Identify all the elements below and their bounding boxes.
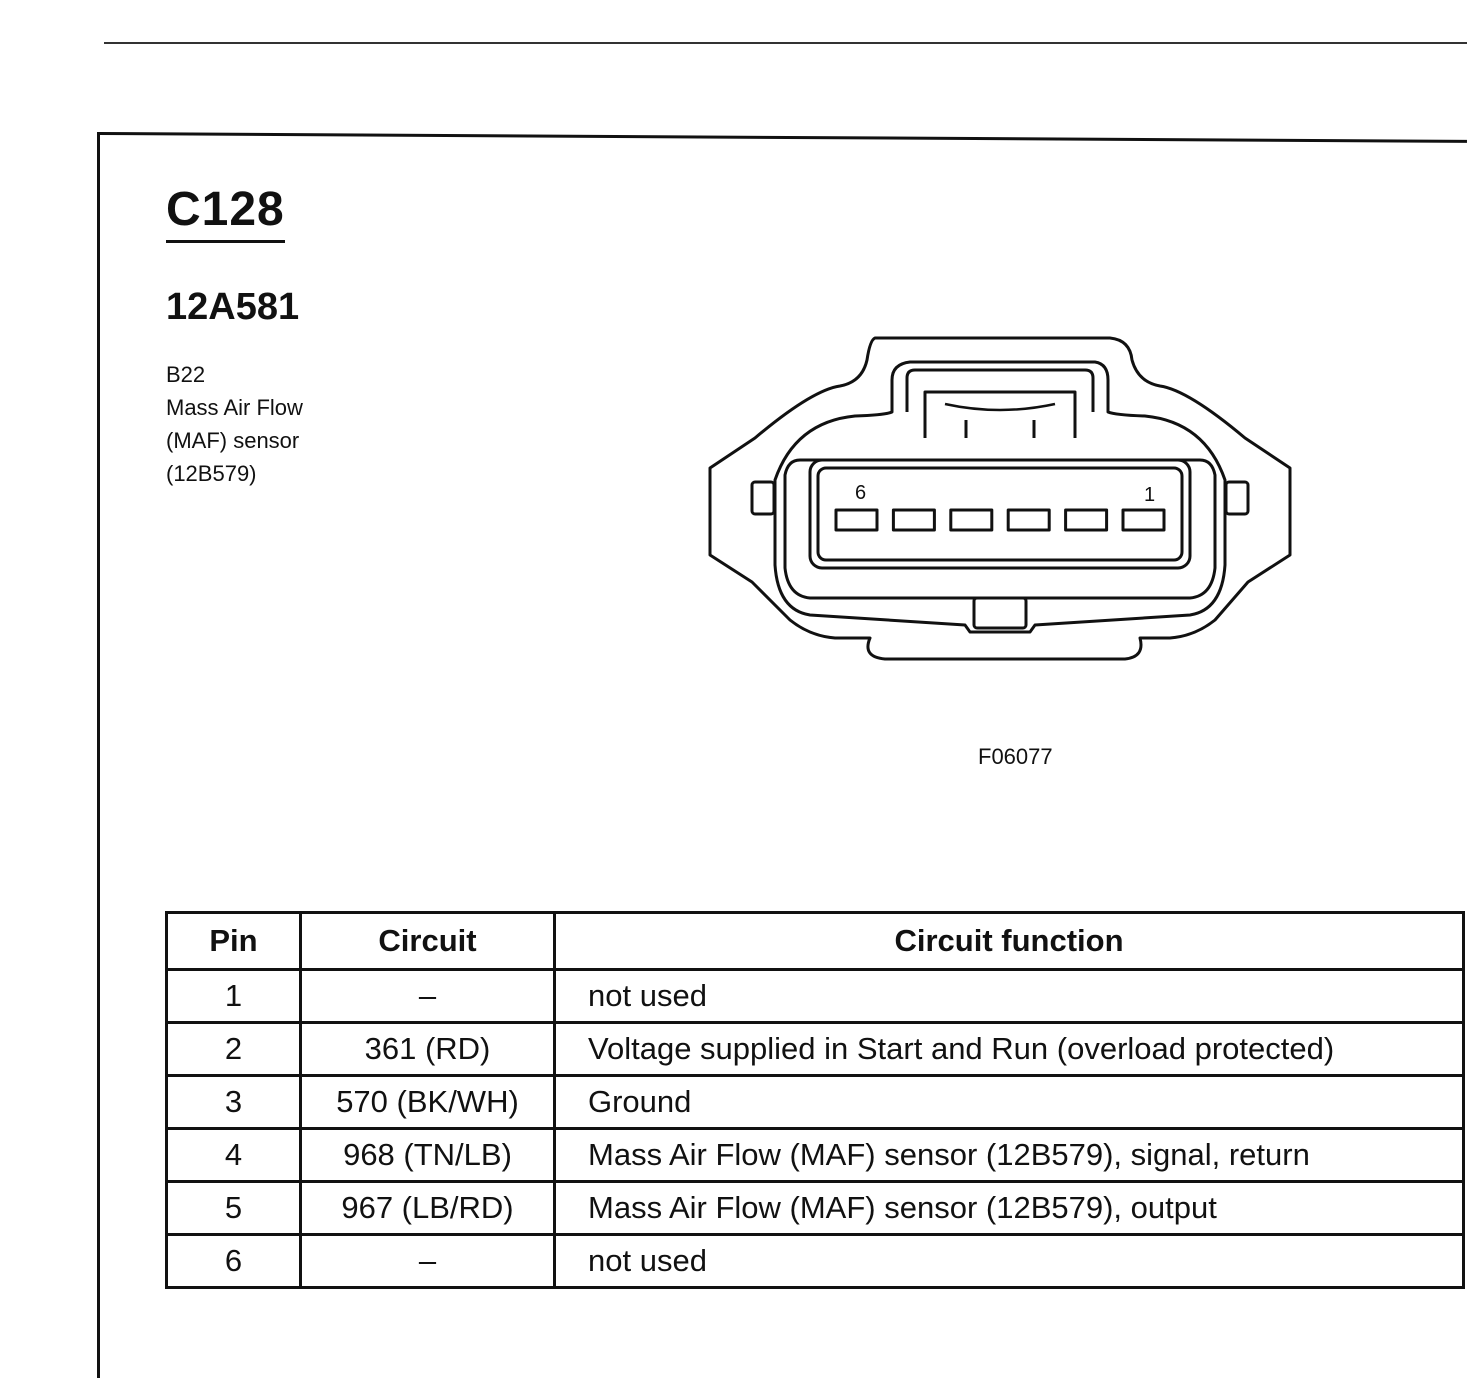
frame-left-border bbox=[97, 132, 100, 1378]
pin-terminal bbox=[1121, 508, 1166, 532]
side-key-left bbox=[750, 480, 776, 516]
bottom-key bbox=[972, 596, 1028, 630]
pin-terminal bbox=[834, 508, 879, 532]
pin-cell: 1 bbox=[165, 968, 302, 1024]
circuit-cell: – bbox=[299, 968, 556, 1024]
table-header-row: Pin Circuit Circuit function bbox=[165, 911, 1465, 971]
latch-window bbox=[923, 390, 1077, 438]
table-row: 1 – not used bbox=[165, 968, 1465, 1024]
table-row: 3 570 (BK/WH) Ground bbox=[165, 1074, 1465, 1130]
description-line: B22 bbox=[166, 362, 206, 387]
pin-cell: 3 bbox=[165, 1074, 302, 1130]
circuit-cell: – bbox=[299, 1233, 556, 1289]
side-key-right bbox=[1224, 480, 1250, 516]
figure-code: F06077 bbox=[978, 744, 1053, 769]
description-line: (12B579) bbox=[166, 461, 257, 486]
connector-description: B22 Mass Air Flow (MAF) sensor (12B579) bbox=[166, 358, 303, 490]
description-line: (MAF) sensor bbox=[166, 428, 300, 453]
outer-housing bbox=[708, 336, 1292, 661]
description-line: Mass Air Flow bbox=[166, 395, 303, 420]
pin-terminal bbox=[1006, 508, 1051, 532]
latch bbox=[905, 368, 1095, 412]
table-row: 2 361 (RD) Voltage supplied in Start and… bbox=[165, 1021, 1465, 1077]
pin-group bbox=[834, 508, 1166, 532]
header-circuit-function: Circuit function bbox=[553, 911, 1465, 971]
pin-cell: 4 bbox=[165, 1127, 302, 1183]
pin-label-left: 6 bbox=[855, 482, 866, 504]
connector-face-diagram: 6 1 bbox=[708, 336, 1292, 661]
circuit-cell: 968 (TN/LB) bbox=[299, 1127, 556, 1183]
circuit-cell: 967 (LB/RD) bbox=[299, 1180, 556, 1236]
table-row: 6 – not used bbox=[165, 1233, 1465, 1289]
table-row: 5 967 (LB/RD) Mass Air Flow (MAF) sensor… bbox=[165, 1180, 1465, 1236]
top-rule bbox=[104, 42, 1467, 44]
pin-terminal bbox=[891, 508, 936, 532]
pin-table: Pin Circuit Circuit function 1 – not use… bbox=[165, 911, 1465, 1289]
function-cell: not used bbox=[553, 968, 1465, 1024]
function-cell: Mass Air Flow (MAF) sensor (12B579), sig… bbox=[553, 1127, 1465, 1183]
table-row: 4 968 (TN/LB) Mass Air Flow (MAF) sensor… bbox=[165, 1127, 1465, 1183]
header-pin: Pin bbox=[165, 911, 302, 971]
pin-cell: 2 bbox=[165, 1021, 302, 1077]
pin-cavity-inner bbox=[816, 466, 1184, 562]
pin-label-right: 1 bbox=[1144, 484, 1155, 506]
function-cell: Ground bbox=[553, 1074, 1465, 1130]
pin-terminal bbox=[949, 508, 994, 532]
latch-ramp bbox=[944, 402, 1056, 412]
pin-terminal bbox=[1064, 508, 1109, 532]
circuit-cell: 570 (BK/WH) bbox=[299, 1074, 556, 1130]
header-circuit: Circuit bbox=[299, 911, 556, 971]
pin-cavity-outer bbox=[808, 458, 1192, 570]
pin-cell: 6 bbox=[165, 1233, 302, 1289]
function-cell: Voltage supplied in Start and Run (overl… bbox=[553, 1021, 1465, 1077]
function-cell: Mass Air Flow (MAF) sensor (12B579), out… bbox=[553, 1180, 1465, 1236]
connector-part-number: 12A581 bbox=[166, 286, 300, 328]
connector-id: C128 bbox=[166, 186, 285, 243]
circuit-cell: 361 (RD) bbox=[299, 1021, 556, 1077]
frame-top-border bbox=[98, 132, 1467, 143]
function-cell: not used bbox=[553, 1233, 1465, 1289]
housing-lip bbox=[783, 458, 1217, 600]
inner-housing bbox=[773, 360, 1227, 634]
pin-cell: 5 bbox=[165, 1180, 302, 1236]
